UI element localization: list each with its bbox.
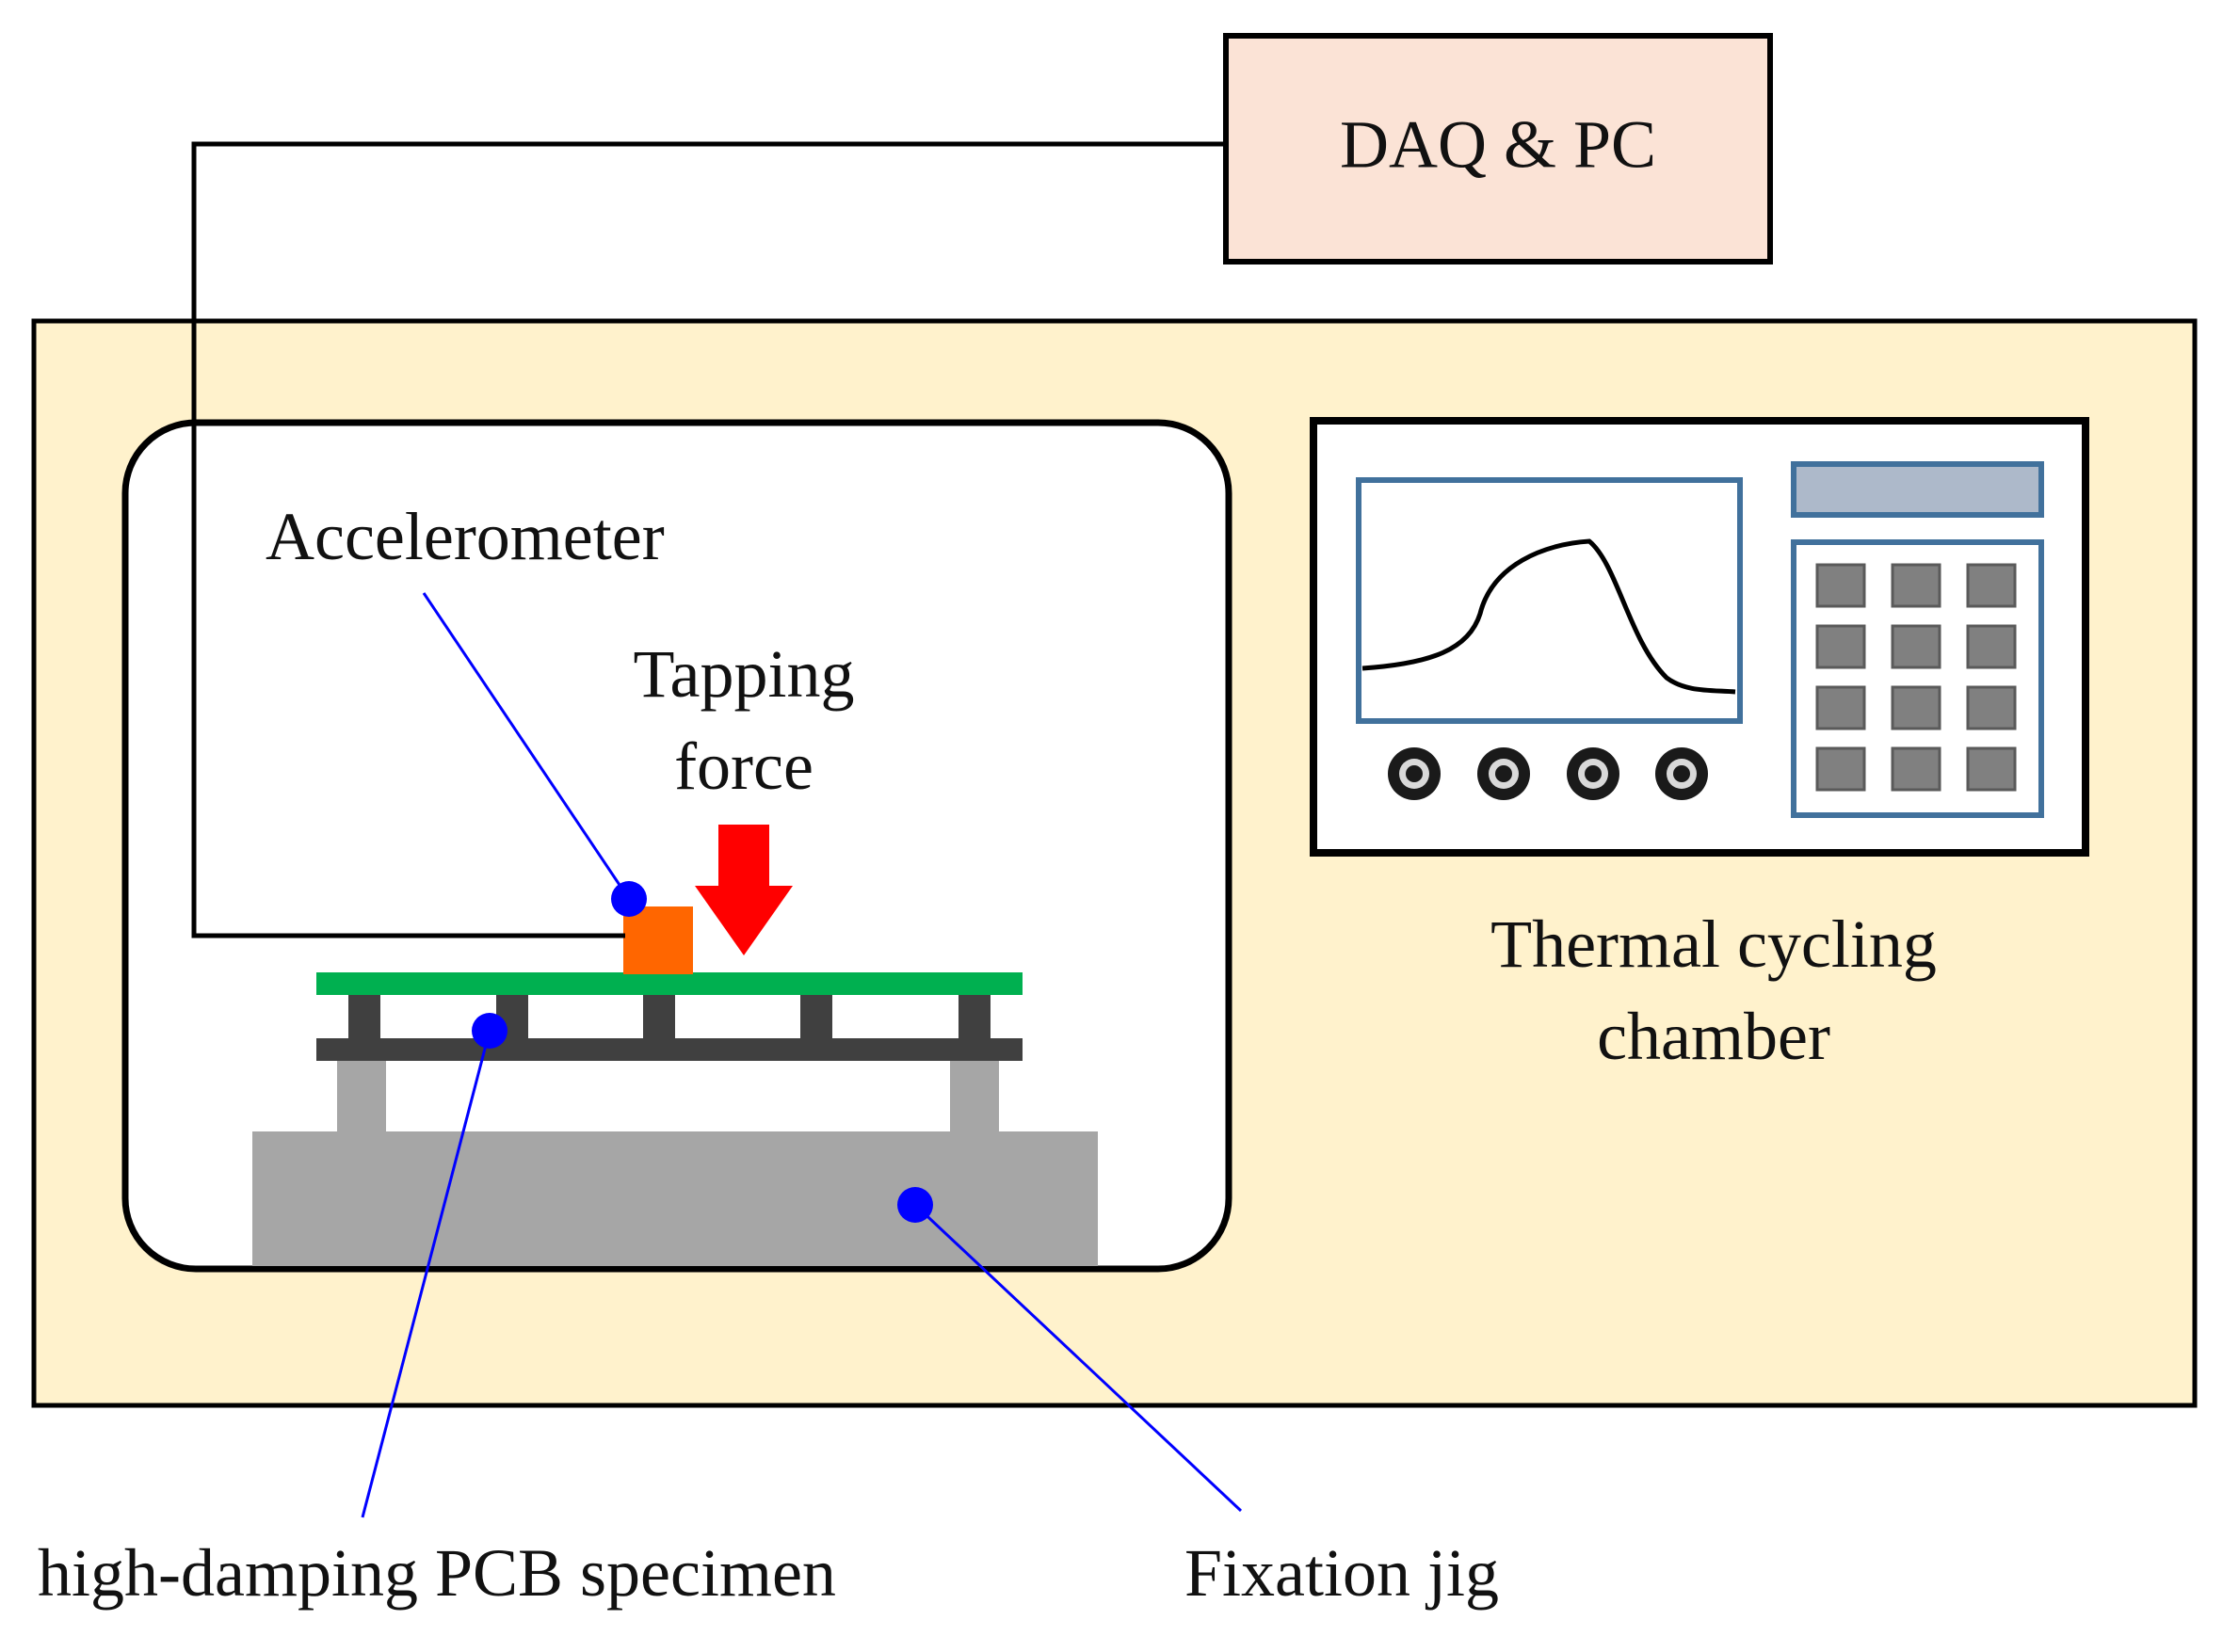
keypad-keys <box>1815 563 2017 792</box>
pcb-specimen <box>316 972 1023 995</box>
daq-pc-box <box>1223 33 1773 265</box>
fixation-jig-base <box>252 1131 1098 1266</box>
chamber-label-line1: Thermal cycling <box>1490 906 1937 982</box>
jig-marker <box>897 1187 933 1223</box>
chamber-controller-panel <box>1310 417 2089 857</box>
chamber-label-line2: chamber <box>1597 999 1830 1074</box>
square-key-icon <box>1891 563 1941 608</box>
temperature-profile-curve <box>1361 538 1736 695</box>
square-key-icon <box>1891 746 1941 792</box>
ring-knob-icon <box>1655 747 1708 800</box>
square-key-icon <box>1891 685 1941 730</box>
signal-cable <box>191 141 1228 938</box>
square-key-icon <box>1966 746 2017 792</box>
daq-pc-label: DAQ & PC <box>1340 107 1656 183</box>
fixation-jig-label: Fixation jig <box>1184 1535 1499 1611</box>
jig-posts <box>348 991 991 1043</box>
instrument-knobs <box>1388 747 1708 800</box>
square-key-icon <box>1891 624 1941 669</box>
ring-knob-icon <box>1477 747 1530 800</box>
jig-leader-line <box>913 1203 1243 1513</box>
jig-support-left <box>337 1052 386 1133</box>
down-arrow-icon <box>695 825 793 955</box>
square-key-icon <box>1815 746 1866 792</box>
square-key-icon <box>1966 685 2017 730</box>
pcb-leader-line <box>361 1030 491 1518</box>
pcb-marker <box>472 1013 507 1049</box>
jig-support-right <box>950 1052 999 1133</box>
accelerometer-marker <box>611 881 647 917</box>
square-key-icon <box>1815 685 1866 730</box>
square-key-icon <box>1966 563 2017 608</box>
pcb-specimen-label: high-damping PCB specimen <box>38 1535 836 1611</box>
controller-display-bar <box>1791 461 2044 518</box>
tapping-force-label-line2: force <box>674 729 813 804</box>
ring-knob-icon <box>1567 747 1619 800</box>
tapping-force-label-line1: Tapping <box>634 636 855 712</box>
accelerometer-sensor <box>623 906 693 974</box>
square-key-icon <box>1815 624 1866 669</box>
square-key-icon <box>1966 624 2017 669</box>
square-key-icon <box>1815 563 1866 608</box>
accelerometer-leader-line <box>422 592 631 900</box>
accelerometer-label: Accelerometer <box>266 499 665 574</box>
ring-knob-icon <box>1388 747 1441 800</box>
temperature-profile-screen <box>1356 477 1743 724</box>
